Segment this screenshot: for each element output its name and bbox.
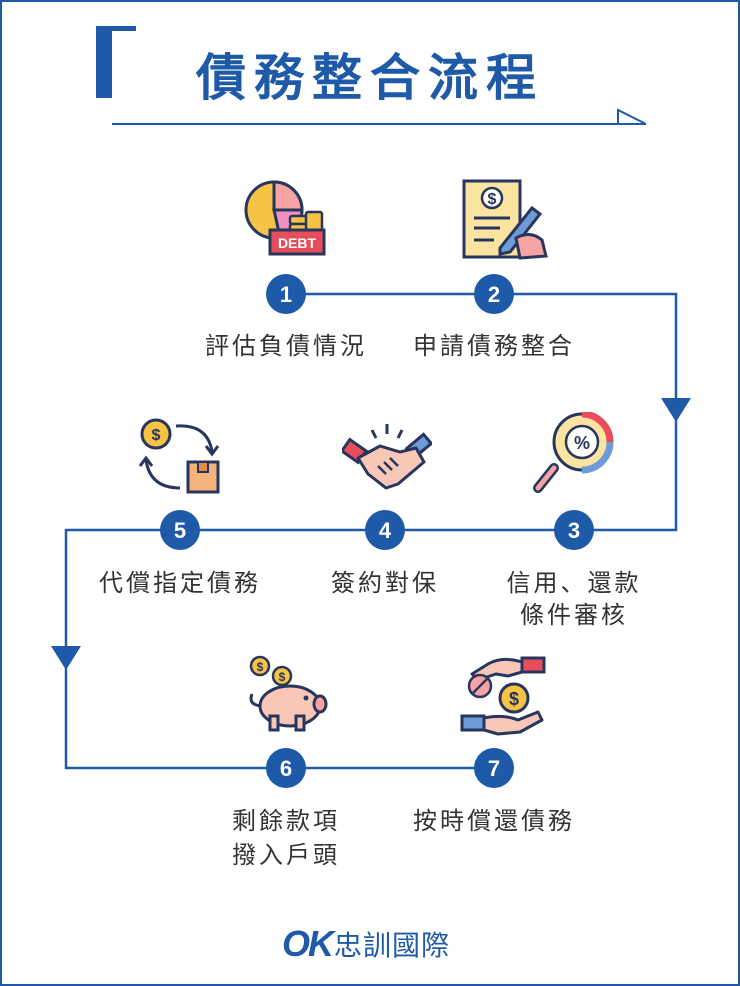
step-number-2: 2 (488, 282, 500, 307)
step-circle-1: 1 (266, 274, 306, 314)
piggy-bank-icon: $ $ (249, 655, 328, 732)
step-circle-3: 3 (554, 510, 594, 550)
step-number-6: 6 (280, 756, 292, 781)
flow-arrow-left (51, 646, 81, 670)
exchange-dollar-text: $ (152, 427, 161, 444)
step-number-5: 5 (174, 518, 186, 543)
step-number-1: 1 (280, 282, 292, 307)
brand-logo: OK忠訓國際 (282, 923, 451, 964)
hand-coin-icon: $ (460, 656, 546, 736)
step-label-3-line2: 條件審核 (520, 601, 628, 629)
step-circle-7: 7 (474, 748, 514, 788)
step-label-6-line1: 剩餘款項 (232, 807, 340, 835)
title-underline-arrow (112, 108, 647, 125)
step-label-7: 按時償還債務 (413, 807, 575, 835)
hand-coin-dollar-text: $ (509, 689, 519, 709)
logo-mark: OK (282, 923, 334, 964)
piggy-coin-2-text: $ (279, 670, 286, 684)
handshake-icon (342, 424, 432, 490)
money-exchange-icon: $ (138, 418, 220, 494)
step-number-4: 4 (379, 518, 392, 543)
percent-text: % (574, 433, 590, 453)
flow-arrow-right (661, 398, 691, 422)
debt-icon-text: DEBT (278, 235, 317, 251)
step-label-1: 評估負債情況 (205, 332, 367, 360)
document-dollar-text: $ (488, 191, 497, 208)
step-circle-5: 5 (160, 510, 200, 550)
magnifier-percent-icon: % (533, 412, 614, 493)
title-corner-mark (96, 26, 136, 98)
brand-name: 忠訓國際 (334, 929, 451, 962)
step-label-2: 申請債務整合 (413, 332, 575, 360)
page-title: 債務整合流程 (196, 49, 544, 107)
step-circle-2: 2 (474, 274, 514, 314)
step-label-3-line1: 信用、還款 (506, 569, 642, 597)
step-label-5: 代償指定債務 (99, 569, 261, 597)
step-circle-6: 6 (266, 748, 306, 788)
step-circle-4: 4 (365, 510, 405, 550)
debt-chart-icon: DEBT (244, 180, 326, 256)
step-label-6-line2: 撥入戶頭 (232, 841, 340, 869)
step-number-7: 7 (488, 756, 500, 781)
signing-document-icon: $ (462, 179, 548, 260)
piggy-coin-1-text: $ (257, 660, 264, 674)
step-label-4: 簽約對保 (331, 569, 439, 597)
step-number-3: 3 (568, 518, 580, 543)
